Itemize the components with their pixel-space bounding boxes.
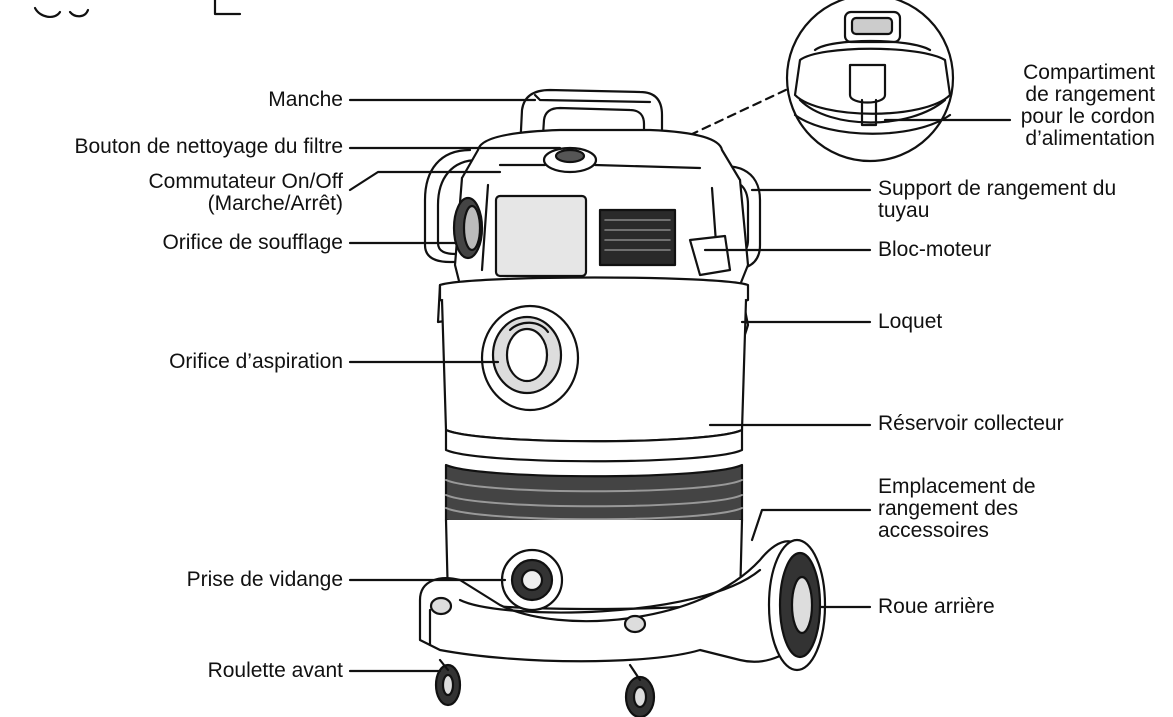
detail-cord-clip — [848, 63, 887, 104]
base-screw-right — [623, 614, 647, 634]
label-filter-button: Bouton de nettoyage du filtre — [74, 135, 343, 158]
label-rear-wheel: Roue arrière — [878, 595, 995, 618]
top-left-box — [213, 0, 242, 16]
base-screw-left — [429, 596, 453, 616]
label-latch: Loquet — [878, 310, 943, 333]
leader-emplacement — [750, 508, 872, 542]
label-hose-holder: Support de rangement du tuyau — [878, 178, 1116, 222]
motor-vent — [598, 208, 677, 267]
switch-panel — [494, 194, 588, 278]
label-cord-line4: d’alimentation — [1025, 127, 1155, 150]
label-hose-line1: Support de rangement du — [878, 177, 1117, 200]
label-hose-line2: tuyau — [878, 199, 930, 222]
top-left-fragment — [33, 6, 90, 18]
motor-head-top — [460, 128, 742, 192]
label-motor-block: Bloc-moteur — [878, 238, 992, 261]
label-cord-storage: Compartiment de rangement pour le cordon… — [1021, 62, 1155, 150]
label-onoff-line1: Commutateur On/Off — [148, 170, 343, 193]
label-drain-plug: Prise de vidange — [186, 568, 343, 591]
detail-circle — [785, 0, 955, 163]
label-onoff-line2: (Marche/Arrêt) — [207, 192, 343, 215]
detail-dashed-link — [688, 86, 792, 137]
motor-clip — [688, 234, 732, 277]
tank-band-top — [444, 428, 744, 463]
label-acc-line3: accessoires — [878, 519, 989, 542]
hose-holder-left — [423, 148, 472, 264]
label-blow-port: Orifice de soufflage — [162, 231, 343, 254]
detail-handle — [843, 10, 902, 44]
tank-lower — [444, 518, 744, 611]
label-cord-line3: pour le cordon — [1020, 105, 1155, 128]
label-cord-line2: de rangement — [1025, 83, 1155, 106]
label-suction-port: Orifice d’aspiration — [169, 350, 343, 373]
label-acc-line2: rangement des — [878, 497, 1019, 520]
label-accessory-storage: Emplacement de rangement des accessoires — [878, 476, 1036, 542]
leader-commutateur — [348, 170, 502, 192]
label-manche: Manche — [268, 88, 343, 111]
label-front-caster: Roulette avant — [207, 659, 343, 682]
label-acc-line1: Emplacement de — [878, 475, 1036, 498]
label-cord-line1: Compartiment — [1023, 61, 1155, 84]
label-tank: Réservoir collecteur — [878, 412, 1064, 435]
label-onoff-switch: Commutateur On/Off (Marche/Arrêt) — [148, 171, 343, 215]
